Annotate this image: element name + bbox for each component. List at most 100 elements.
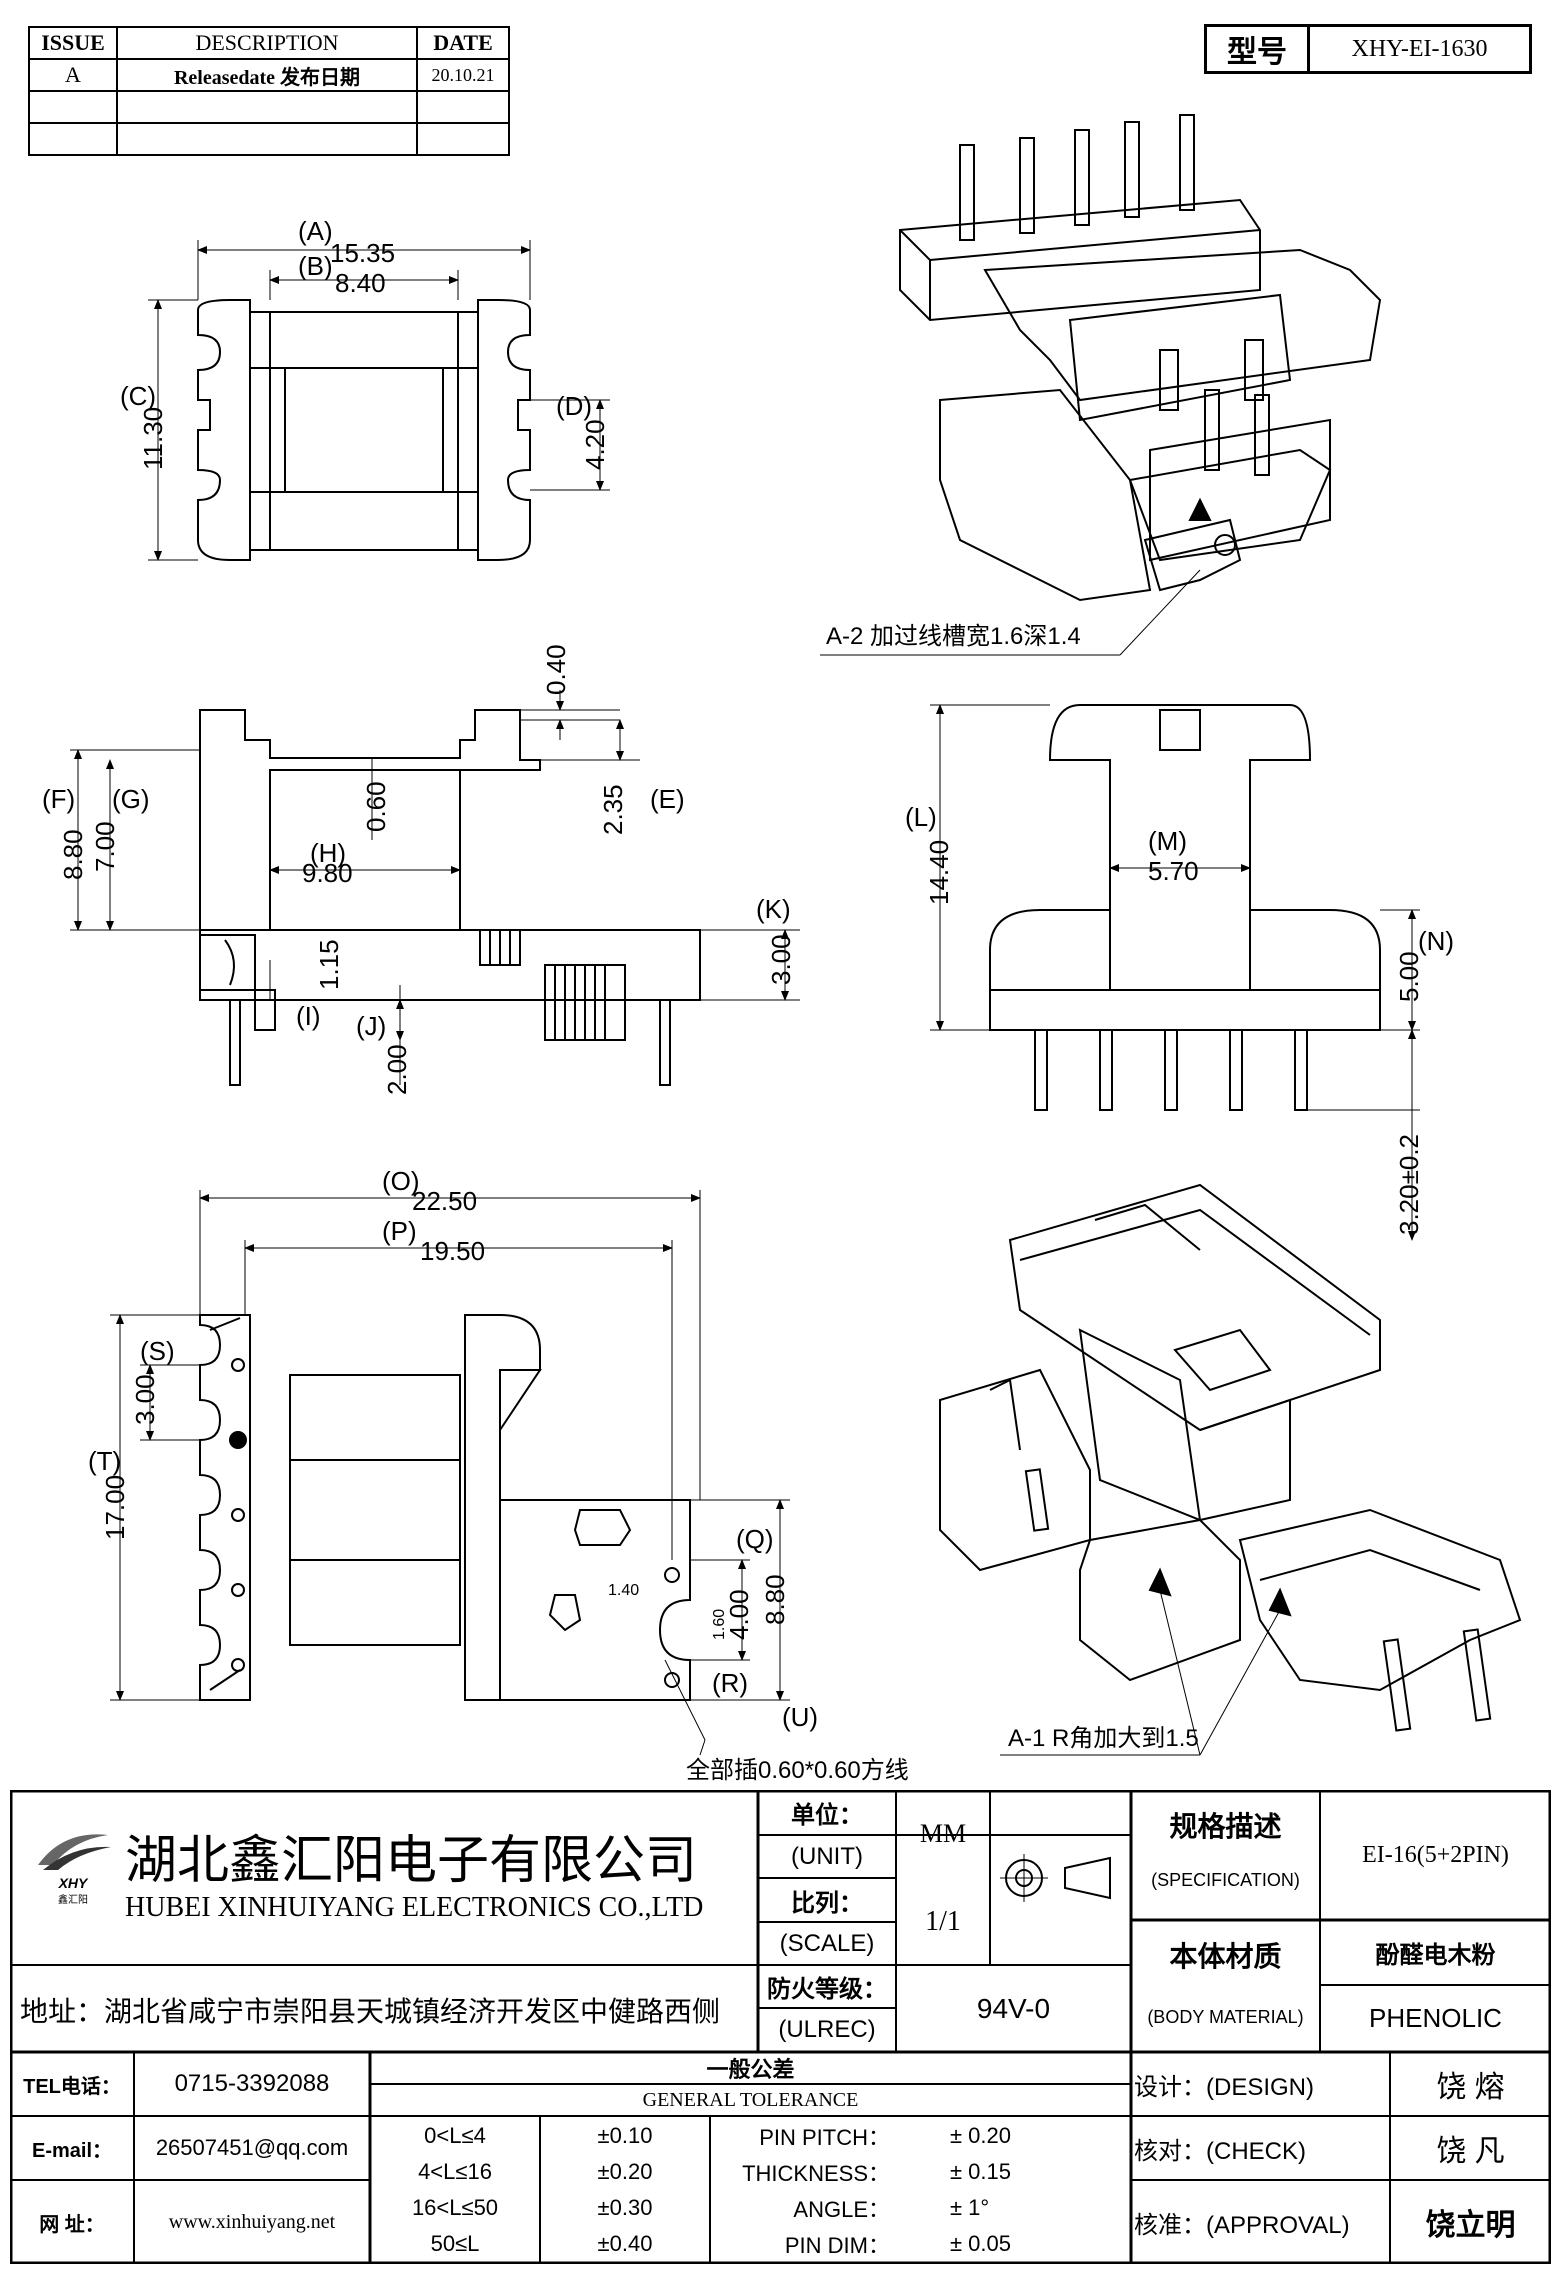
dim-label-j: (J) (356, 1011, 386, 1041)
model-box: 型号 XHY-EI-1630 (1204, 24, 1532, 74)
tolerance-item-value: ± 1° (950, 2195, 990, 2220)
dim-value-pin-length: 3.20±0.2 (1394, 1134, 1424, 1235)
dim-label-n: (N) (1418, 926, 1454, 956)
tolerance-item-value: ± 0.15 (950, 2159, 1012, 2184)
iso-view-upper (820, 114, 1382, 656)
technical-drawing: (A) 15.35 (B) 8.40 (C) 11.30 (D) 4.20 0.… (42, 114, 1522, 1784)
dim-value-m: 5.70 (1148, 856, 1199, 886)
tolerance-value: ±0.30 (597, 2195, 653, 2220)
rev-cell: Releasedate 发布日期 (116, 58, 418, 92)
dim-label-t: (T) (88, 1446, 121, 1476)
design-label: 设计：(DESIGN) (1134, 2073, 1314, 2101)
tolerance-item: PIN PITCH： (759, 2125, 890, 2150)
dim-label-h: (H) (310, 838, 346, 868)
note-a2: A-2 加过线槽宽1.6深1.4 (826, 623, 1081, 650)
tolerance-item-value: ± 0.20 (950, 2123, 1012, 2148)
scale-label-en: (SCALE) (779, 1929, 875, 1957)
dim-value-n: 5.00 (1394, 951, 1424, 1002)
company-logo: XHY 鑫汇阳 (28, 1820, 118, 1910)
dim-label-d: (D) (556, 391, 592, 421)
top-view (148, 240, 610, 561)
dim-label-p: (P) (382, 1216, 417, 1246)
material-label-cn: 本体材质 (1169, 1941, 1282, 1972)
design-name: 饶 熔 (1436, 2071, 1505, 2104)
unit-label-en: (UNIT) (791, 1842, 863, 1870)
model-value: XHY-EI-1630 (1351, 35, 1488, 62)
web-label: 网 址： (39, 2213, 105, 2236)
dim-value-top: 0.40 (541, 644, 571, 695)
dim-label-m: (M) (1148, 826, 1187, 856)
logo-subtext: 鑫汇阳 (58, 1894, 88, 1906)
spec-label-en: (SPECIFICATION) (1151, 1869, 1300, 1890)
dim-value-d: 4.20 (580, 419, 610, 470)
dim-value-mid: 0.60 (361, 781, 391, 832)
tolerance-item: ANGLE： (793, 2197, 890, 2222)
revision-table: ISSUE DESCRIPTION DATE A Releasedate 发布日… (28, 26, 510, 156)
dim-value-q: 8.80 (760, 1574, 790, 1625)
bottom-view (110, 1190, 790, 1756)
rev-cell (416, 90, 510, 124)
tolerance-title-en: GENERAL TOLERANCE (642, 2088, 859, 2111)
rev-cell (116, 90, 418, 124)
tolerance-value: ±0.20 (597, 2159, 653, 2184)
scale-label-cn: 比列： (791, 1889, 863, 1917)
tolerance-items: PIN PITCH： THICKNESS： ANGLE： PIN DIM： (710, 2118, 890, 2262)
note-pins: 全部插0.60*0.60方线 (686, 1757, 909, 1784)
dim-value-p: 19.50 (420, 1236, 485, 1266)
spec-label-cn: 规格描述 (1169, 1811, 1282, 1842)
rev-header-description: DESCRIPTION (116, 26, 418, 60)
dim-label-a: (A) (298, 216, 333, 246)
rev-cell (416, 122, 510, 156)
tolerance-values: ±0.10 ±0.20 ±0.30 ±0.40 (540, 2118, 710, 2262)
dim-label-c: (C) (120, 381, 156, 411)
tel-label: TEL电话： (23, 2075, 121, 2098)
dim-value-i: 1.15 (314, 939, 344, 990)
dim-value-e: 2.35 (598, 784, 628, 835)
rev-header-issue: ISSUE (28, 26, 118, 60)
logo-swoosh-icon (38, 1833, 111, 1870)
side-view (930, 704, 1420, 1241)
dim-label-f: (F) (42, 784, 75, 814)
dim-value-j: 2.00 (382, 1044, 412, 1095)
unit-value: MM (919, 1819, 967, 1848)
tolerance-item-values: ± 0.20 ± 0.15 ± 1° ± 0.05 (950, 2118, 1100, 2262)
ul-value: 94V-0 (976, 1992, 1051, 2024)
model-label: 型号 (1207, 27, 1310, 71)
tolerance-range: 16<L≤50 (411, 2195, 499, 2220)
dim-value-small-400: 4.00 (724, 1589, 754, 1640)
ul-label-en: (ULREC) (778, 2016, 876, 2043)
dim-value-f: 8.80 (58, 829, 88, 880)
dim-value-c: 11.30 (138, 407, 168, 470)
dim-label-g: (G) (112, 784, 150, 814)
tolerance-item-value: ± 0.05 (950, 2231, 1012, 2256)
dim-label-i: (I) (296, 1001, 321, 1031)
dim-value-b: 8.40 (335, 268, 386, 298)
tolerance-range: 50≤L (430, 2231, 480, 2256)
dim-label-q: (Q) (736, 1524, 774, 1554)
dim-value-a: 15.35 (330, 238, 395, 268)
check-name: 饶 凡 (1436, 2135, 1505, 2168)
dim-value-small-160: 1.60 (711, 1609, 728, 1640)
tolerance-range: 0<L≤4 (424, 2123, 486, 2148)
scale-value: 1/1 (925, 1905, 961, 1937)
rev-cell: A (28, 58, 118, 92)
dim-label-u: (U) (782, 1702, 818, 1732)
dim-value-t: 17.00 (100, 1475, 130, 1540)
dim-label-s: (S) (140, 1336, 175, 1366)
dim-value-s: 3.00 (130, 1374, 160, 1425)
tolerance-item: THICKNESS： (742, 2161, 890, 2186)
front-view (70, 690, 800, 1086)
company-name-en: HUBEI XINHUIYANG ELECTRONICS CO.,LTD (125, 1892, 704, 1923)
material-label-en: (BODY MATERIAL) (1147, 2007, 1304, 2027)
material-value-cn: 酚醛电木粉 (1375, 1942, 1496, 1969)
spec-value: EI-16(5+2PIN) (1362, 1841, 1509, 1868)
dim-value-g: 7.00 (90, 821, 120, 872)
dim-label-k: (K) (756, 894, 791, 924)
tel-value: 0715-3392088 (174, 2070, 330, 2097)
dim-label-b: (B) (298, 251, 333, 281)
check-label: 核对：(CHECK) (1134, 2137, 1306, 2165)
ul-label-cn: 防火等级： (767, 1976, 887, 2003)
tolerance-value: ±0.10 (597, 2123, 653, 2148)
dim-value-small-140: 1.40 (608, 1582, 639, 1599)
approval-name: 饶立明 (1425, 2209, 1516, 2242)
